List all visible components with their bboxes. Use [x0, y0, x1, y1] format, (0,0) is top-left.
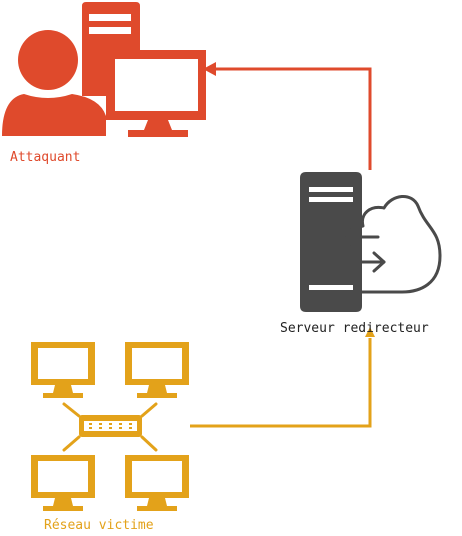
connection-server-to-attacker: [203, 62, 372, 170]
computer-icon: [31, 342, 95, 398]
network-label: Réseau victime: [44, 518, 154, 533]
server-label: Serveur redirecteur: [280, 321, 429, 336]
connection-network-to-server: [190, 327, 375, 428]
switch-icon: [79, 415, 142, 437]
attacker-label: Attaquant: [10, 150, 80, 165]
computer-icon: [125, 342, 189, 398]
computer-icon: [125, 455, 189, 511]
attacker-icon: [2, 2, 206, 137]
server-icon: [300, 172, 442, 312]
network-icon: [31, 342, 189, 511]
computer-icon: [31, 455, 95, 511]
